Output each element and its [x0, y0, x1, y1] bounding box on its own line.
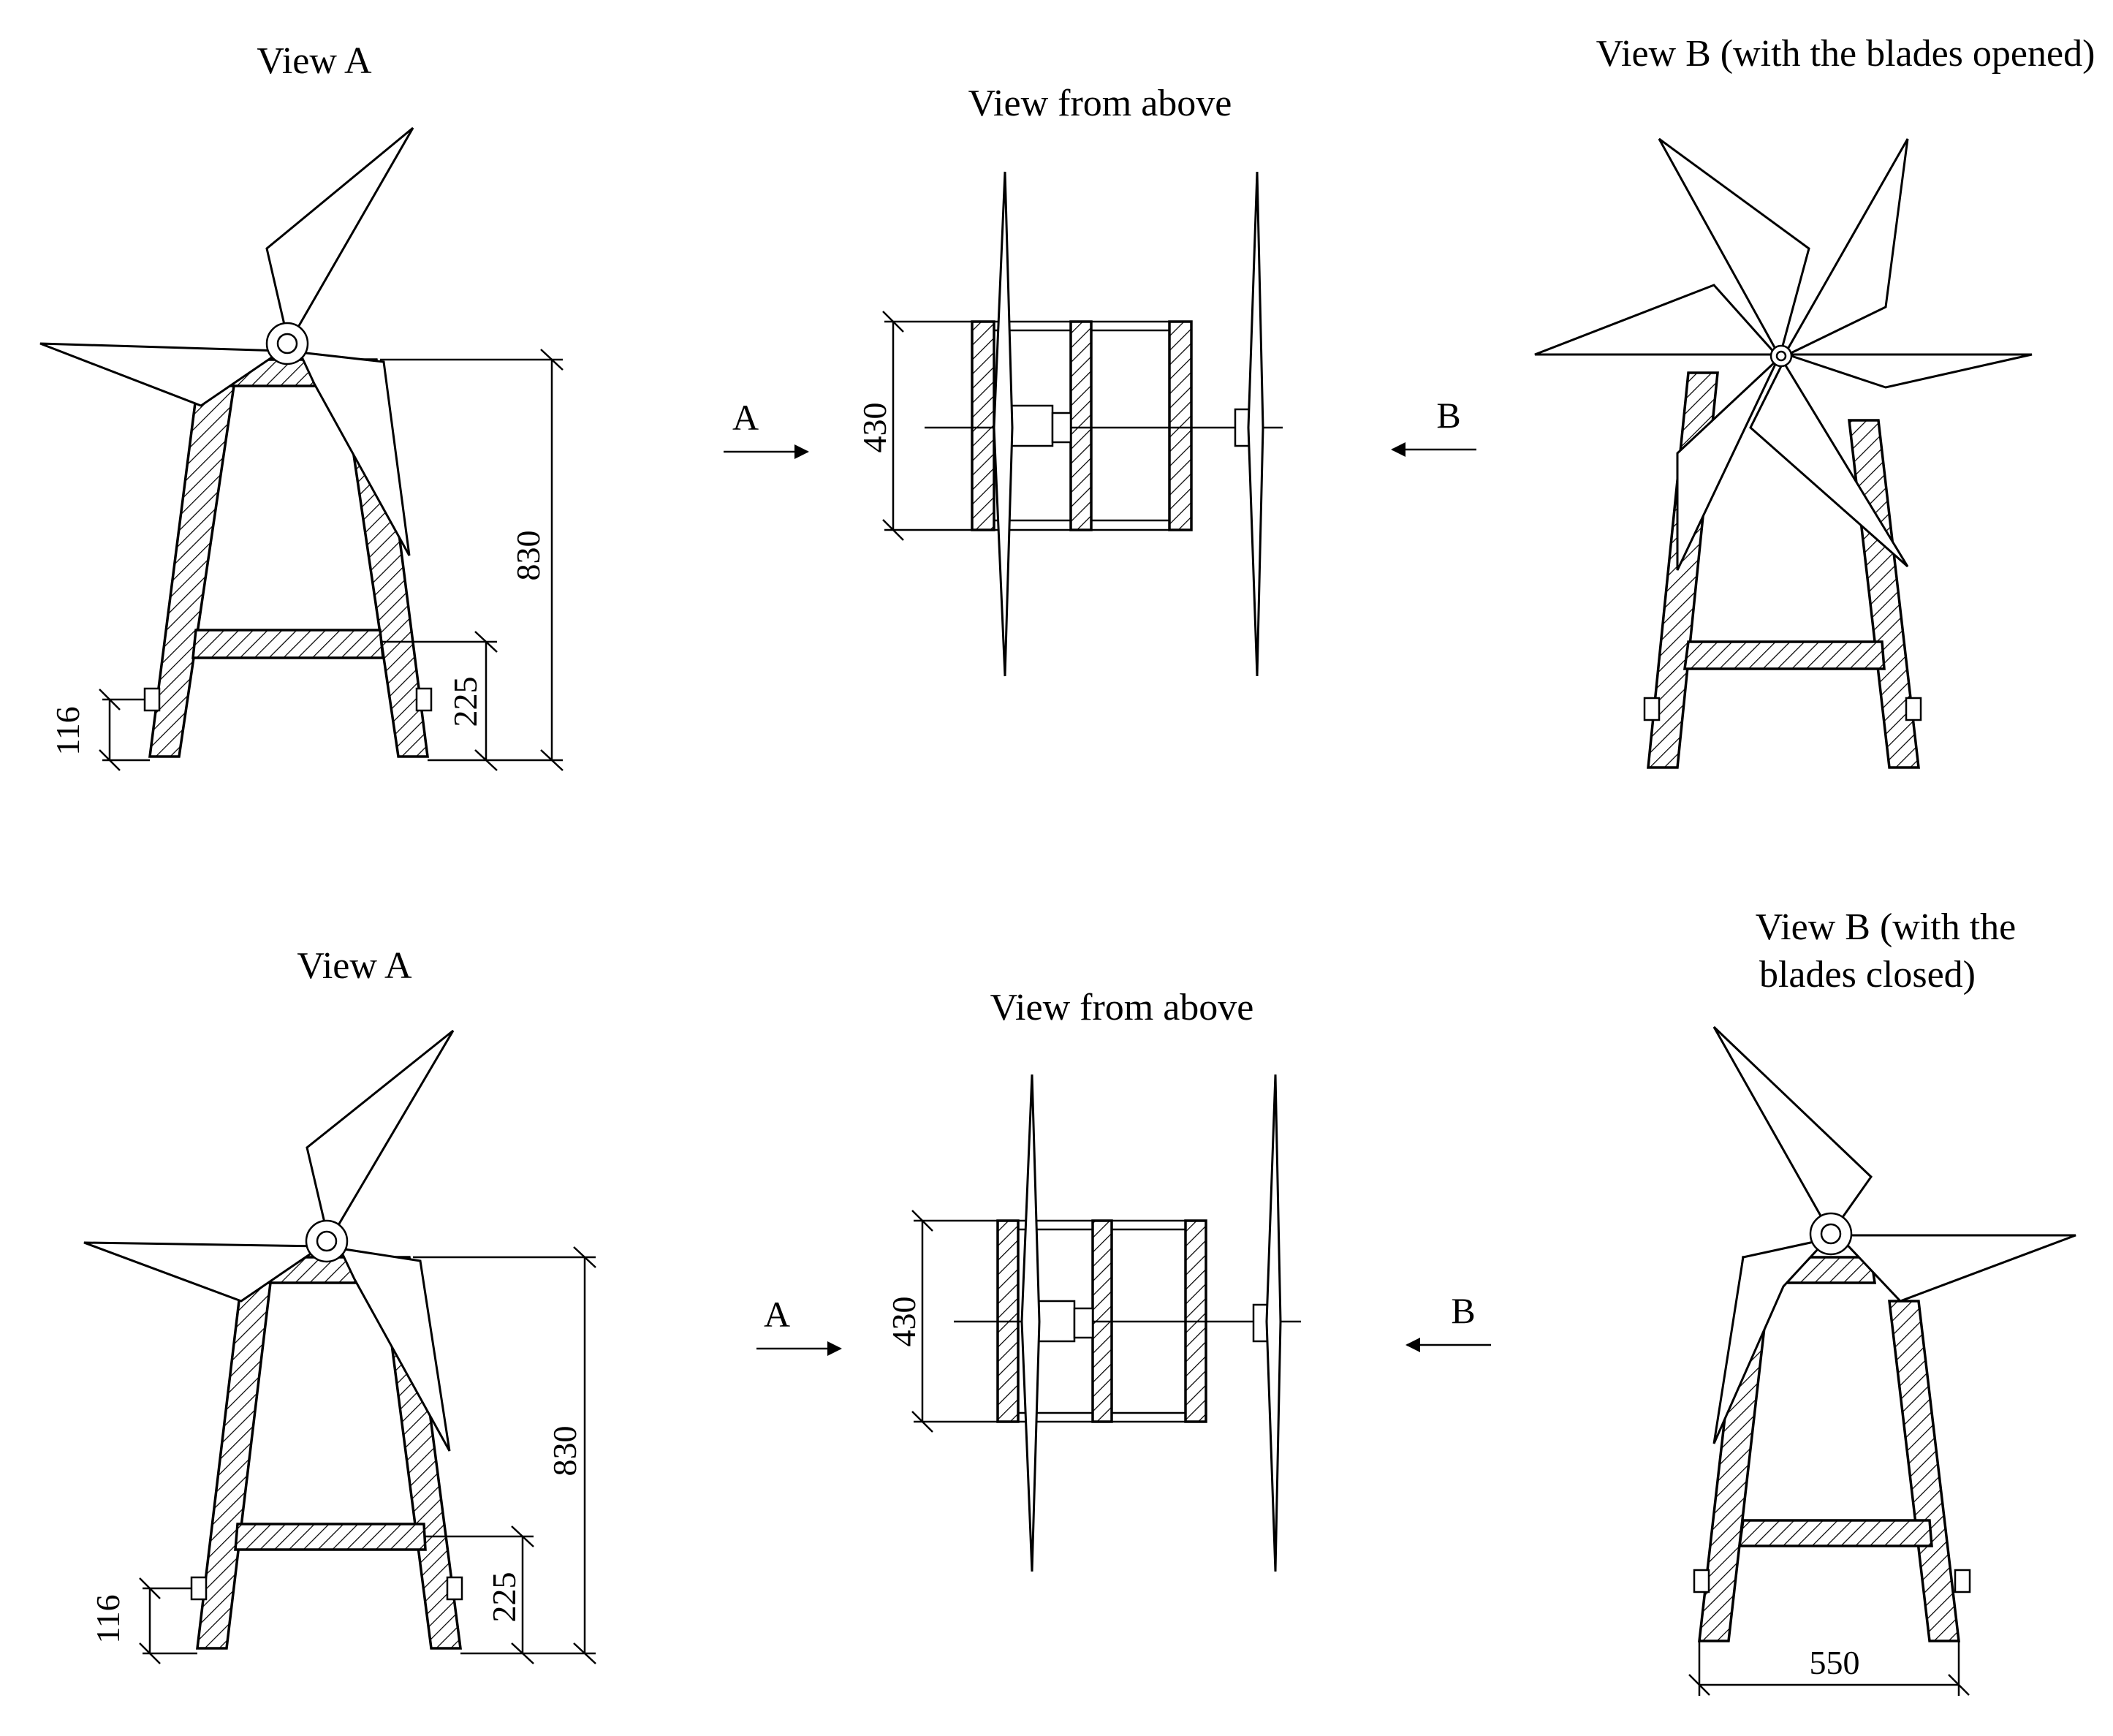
- bottom-dim-base: 550: [1810, 1644, 1860, 1681]
- bottom-dim-crossbar: 225: [485, 1572, 523, 1623]
- top-view-b-title: View B (with the blades opened): [1596, 33, 2095, 75]
- bottom-view-a-title: View A: [297, 945, 412, 987]
- bottom-view-b-dimension: [1688, 1641, 1970, 1696]
- bottom-dim-height: 830: [546, 1426, 583, 1477]
- bottom-view-b-title-line2: blades closed): [1759, 954, 1976, 996]
- top-view-a-blade-upper: [265, 126, 414, 347]
- top-view-a-blade-right: [297, 351, 411, 556]
- bottom-arrow-a-label: A: [764, 1294, 790, 1335]
- bottom-view-a-dimensions: [139, 1246, 596, 1664]
- top-arrow-a-label: A: [732, 397, 759, 438]
- top-dim-height: 830: [509, 531, 547, 581]
- top-view-above-title: View from above: [968, 83, 1232, 124]
- top-view-a-frame: [39, 126, 433, 758]
- bottom-view-above-title: View from above: [990, 987, 1254, 1028]
- bottom-view-b-frame: [1693, 1026, 2076, 1642]
- bottom-arrow-b-label: B: [1451, 1290, 1475, 1331]
- top-above-blade-right: [1247, 171, 1264, 677]
- bottom-view-a-frame: [83, 1029, 463, 1650]
- top-dim-foot: 116: [49, 706, 86, 755]
- top-arrow-b-label: B: [1436, 395, 1460, 436]
- top-dim-crossbar: 225: [447, 677, 484, 727]
- bottom-view-b-title-line1: View B (with the: [1756, 906, 2016, 948]
- bottom-dim-width: 430: [885, 1297, 922, 1347]
- top-view-b-frame: [1534, 137, 2033, 769]
- top-view-a-title: View A: [257, 40, 372, 82]
- top-dim-width: 430: [856, 403, 893, 453]
- top-view-above-dimension: [882, 311, 972, 541]
- top-view-a-blade-left: [39, 342, 285, 407]
- bottom-view-above-structure: [954, 1074, 1301, 1572]
- top-view-above-structure: [925, 171, 1283, 677]
- bottom-dim-foot: 116: [89, 1594, 126, 1643]
- top-above-blade-left: [993, 171, 1014, 677]
- top-view-a-dimensions: [99, 349, 564, 771]
- bottom-view-above-dimension: [911, 1210, 998, 1433]
